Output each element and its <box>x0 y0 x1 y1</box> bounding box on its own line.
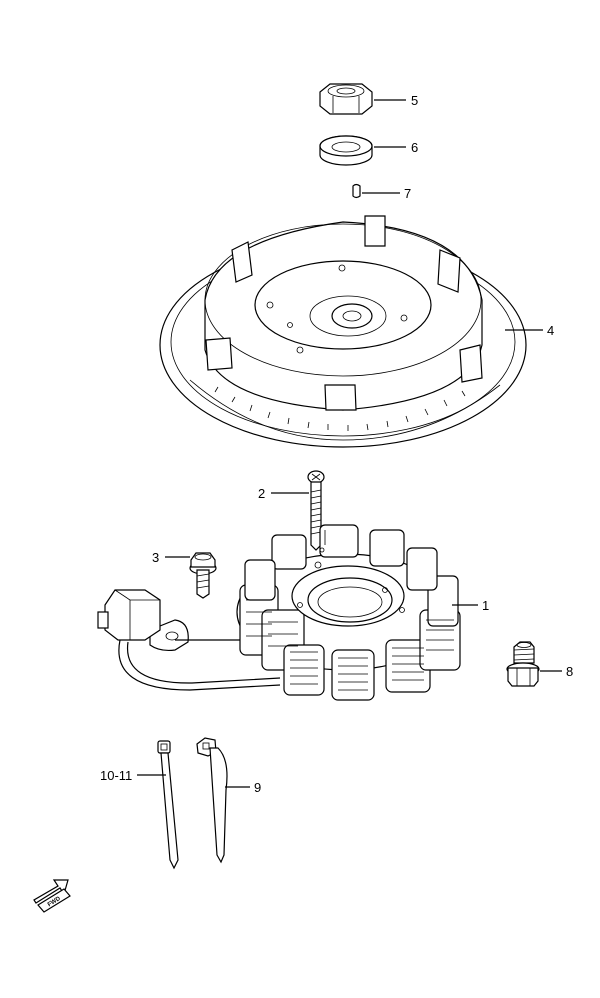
part-7-key <box>352 183 361 199</box>
part-6-washer <box>319 135 373 166</box>
callout-9: 9 <box>254 780 261 795</box>
part-1-stator <box>97 524 461 701</box>
part-8-bolt <box>506 641 540 687</box>
part-9-cable-tie <box>196 737 228 864</box>
callout-4: 4 <box>547 323 554 338</box>
callout-3: 3 <box>152 550 159 565</box>
callout-6: 6 <box>411 140 418 155</box>
callout-5: 5 <box>411 93 418 108</box>
part-4-flywheel <box>159 215 527 448</box>
callout-8: 8 <box>566 664 573 679</box>
part-5-nut <box>319 83 373 115</box>
callout-10-11: 10-11 <box>100 768 132 783</box>
callout-1: 1 <box>482 598 489 613</box>
part-2-screw <box>307 470 325 551</box>
callout-7: 7 <box>404 186 411 201</box>
callout-2: 2 <box>258 486 265 501</box>
part-10-11-cable-tie <box>157 740 179 870</box>
fwd-arrow-icon: FWD <box>33 879 71 913</box>
part-3-bolt <box>189 552 217 599</box>
